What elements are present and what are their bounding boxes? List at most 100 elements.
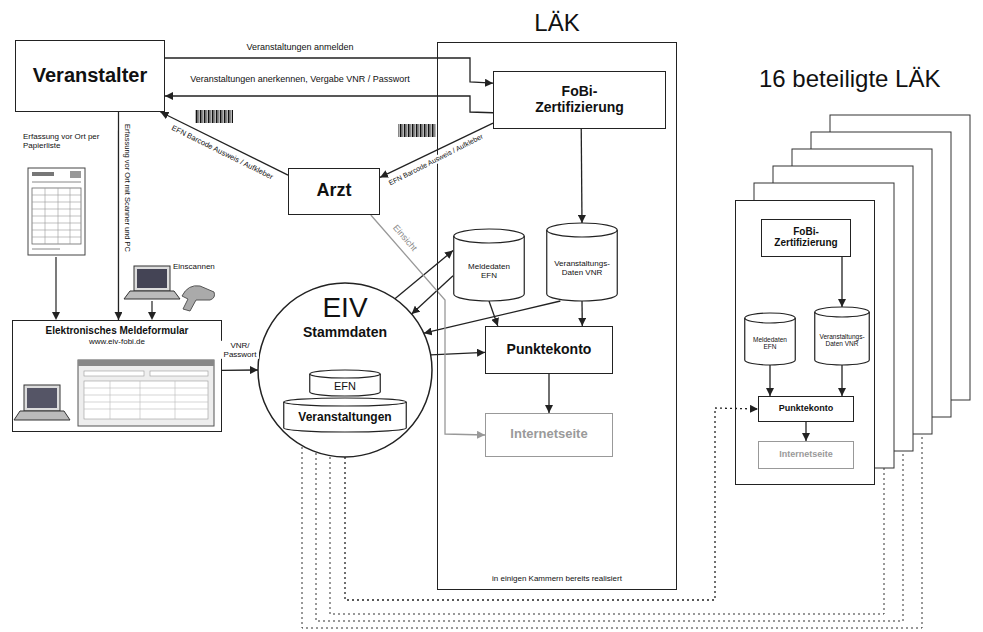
flow-arrow [431, 352, 485, 354]
chamber-panel: LÄKin einigen Kammern bereits realisiert… [437, 42, 677, 590]
flow-arrow [769, 365, 770, 396]
flow-arrow [165, 58, 493, 83]
system-circle: EIVStammdatenEFN Veranstaltungen [257, 282, 433, 458]
cylinder-rim [547, 230, 618, 237]
cylinder-rim [454, 236, 525, 243]
dotted-link [302, 434, 922, 628]
cylinder-body [815, 307, 870, 365]
actor-box: Arzt [288, 168, 380, 215]
barcode-icon [398, 124, 436, 137]
flow-arrow [161, 112, 289, 175]
laptop-screen [24, 385, 60, 411]
process-box: Punktekonto [758, 396, 854, 422]
form-grid [84, 381, 208, 419]
flow-arrow [118, 112, 119, 320]
data-cylinder: EFN [309, 370, 381, 396]
flow-arrow [395, 251, 453, 299]
node-label: Veranstaltungs-Daten VNR [550, 259, 614, 277]
node-label: LÄK [438, 9, 676, 37]
node-label: 16 beteiligte LÄK [759, 65, 940, 93]
node-label: Veranstalter [33, 64, 148, 87]
window-titlebar [78, 360, 214, 366]
note-label: Erfassung vor Ort per Papierliste [22, 132, 114, 150]
edge-label: Veranstaltungen anerkennen, Vergabe VNR … [189, 74, 411, 84]
dotted-link [316, 451, 903, 621]
cylinder-body [284, 398, 407, 432]
laptop-screen [134, 266, 170, 291]
cylinder-body [745, 313, 796, 365]
cylinder-body [547, 223, 618, 301]
edge-label: EFN Barcode Ausweis / Aufkleber [169, 124, 275, 183]
data-cylinder: Meldedaten EFN [453, 229, 525, 301]
flow-arrow [841, 257, 842, 307]
flow-arrow [222, 369, 258, 371]
arrow-head [148, 312, 156, 320]
node-label: Stammdaten [303, 324, 387, 340]
data-cylinder: Veranstaltungen [283, 398, 407, 432]
flow-line [55, 257, 56, 314]
barcode-scanner [182, 286, 215, 311]
flow-arrow [581, 129, 583, 223]
cylinder-rim [310, 374, 381, 378]
form-box: Elektronisches Meldeformularwww.eiv-fobi… [12, 320, 222, 432]
flow-arrow [805, 422, 806, 441]
node-label: www.eiv-fobi.de [89, 337, 145, 346]
edge-label: Veranstaltungen anmelden [245, 42, 354, 52]
arrow-head [52, 312, 60, 320]
web-box: Internetseite [758, 441, 854, 469]
dotted-link [330, 457, 884, 614]
process-box: Punktekonto [485, 326, 613, 374]
flow-arrow [841, 365, 842, 396]
cylinder-body [454, 229, 525, 301]
paper-header [32, 172, 54, 176]
node-label: EIV [322, 292, 367, 324]
node-label: Punktekonto [507, 341, 592, 357]
node-label: FoBi-Zertifizierung [520, 83, 640, 115]
laptop-display [27, 388, 57, 408]
edge-label: VNR/ Passwort [221, 341, 259, 359]
laptop-base [14, 411, 70, 420]
node-label: EFN [334, 380, 356, 393]
cylinder-rim [745, 318, 796, 323]
paper-table [32, 188, 81, 244]
data-cylinder: Veranstaltungs-Daten VNR [814, 307, 870, 365]
data-cylinder: Veranstaltungs-Daten VNR [546, 223, 618, 301]
flow-arrow [165, 96, 493, 113]
node-label: Internetseite [510, 427, 587, 442]
circle-outline [258, 283, 432, 457]
node-label: Arzt [317, 180, 352, 201]
node-label: Elektronisches Meldeformular [46, 325, 189, 337]
node-label: Meldedaten EFN [749, 336, 791, 351]
process-box: FoBi-Zertifizierung [761, 219, 851, 257]
flow-arrow [345, 408, 758, 600]
laptop-base [124, 291, 180, 299]
process-box: FoBi-Zertifizierung [493, 71, 666, 129]
note-label: Einscannen [172, 262, 216, 271]
laptop-display [137, 269, 167, 288]
form-table [84, 381, 208, 419]
flow-arrow [581, 301, 583, 326]
form-screenshot [78, 360, 214, 426]
node-label: Veranstaltungen [298, 411, 391, 425]
actor-box: Veranstalter [15, 40, 165, 112]
chamber-page-fill [735, 200, 875, 485]
web-box: Internetseite [485, 413, 613, 457]
node-label: FoBi-Zertifizierung [766, 226, 846, 249]
form-field [84, 371, 144, 376]
node-label: in einigen Kammern bereits realisiert [438, 574, 676, 583]
paper-sheet [28, 168, 85, 255]
cylinder-body [310, 370, 381, 396]
form-field [150, 371, 208, 376]
paper-grid [32, 188, 81, 244]
edge-label: Einsicht [390, 222, 420, 254]
paper-line [32, 182, 81, 183]
chamber-page: 16 beteiligte LÄKFoBi-ZertifizierungMeld… [735, 200, 875, 485]
flow-arrow [548, 374, 549, 413]
flow-arrow [412, 276, 453, 314]
cylinder-rim [284, 402, 407, 406]
cylinder-rim [815, 312, 870, 317]
flow-arrow [489, 301, 498, 326]
barcode-icon [195, 110, 233, 123]
node-label: Meldedaten EFN [463, 262, 515, 280]
